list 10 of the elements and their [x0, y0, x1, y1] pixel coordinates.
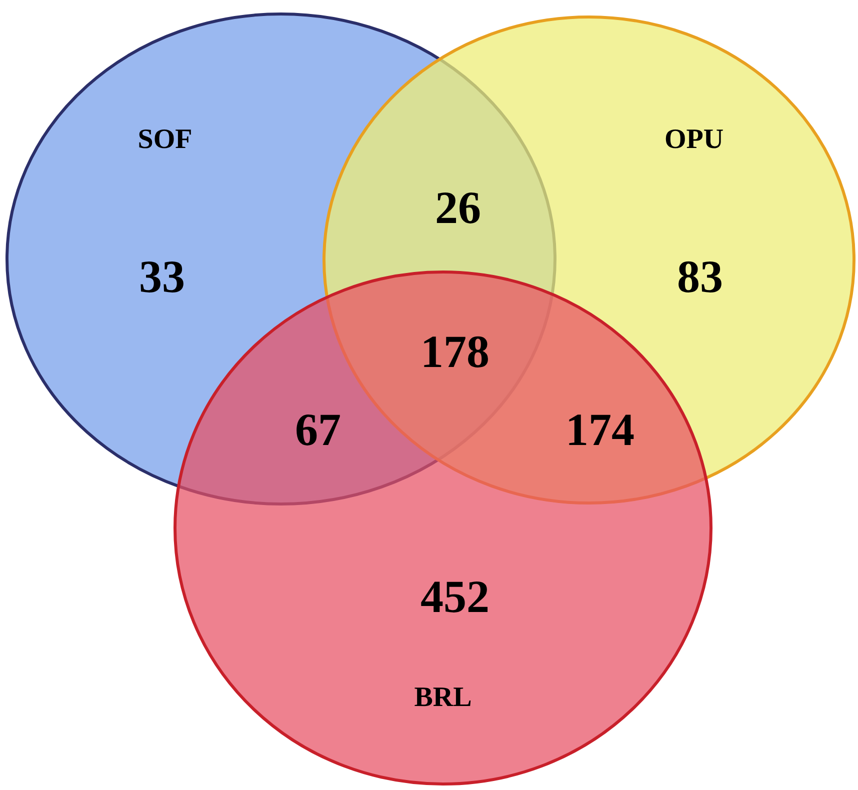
- count-label: 83: [677, 254, 723, 300]
- count-label: 452: [420, 574, 490, 620]
- set-label: BRL: [414, 684, 472, 712]
- count-label: 33: [139, 254, 185, 300]
- count-label: 178: [420, 329, 490, 375]
- count-label: 67: [295, 407, 341, 453]
- set-label: OPU: [664, 126, 724, 154]
- count-label: 174: [566, 407, 634, 453]
- set-label: SOF: [138, 126, 192, 154]
- count-label: 26: [435, 185, 481, 231]
